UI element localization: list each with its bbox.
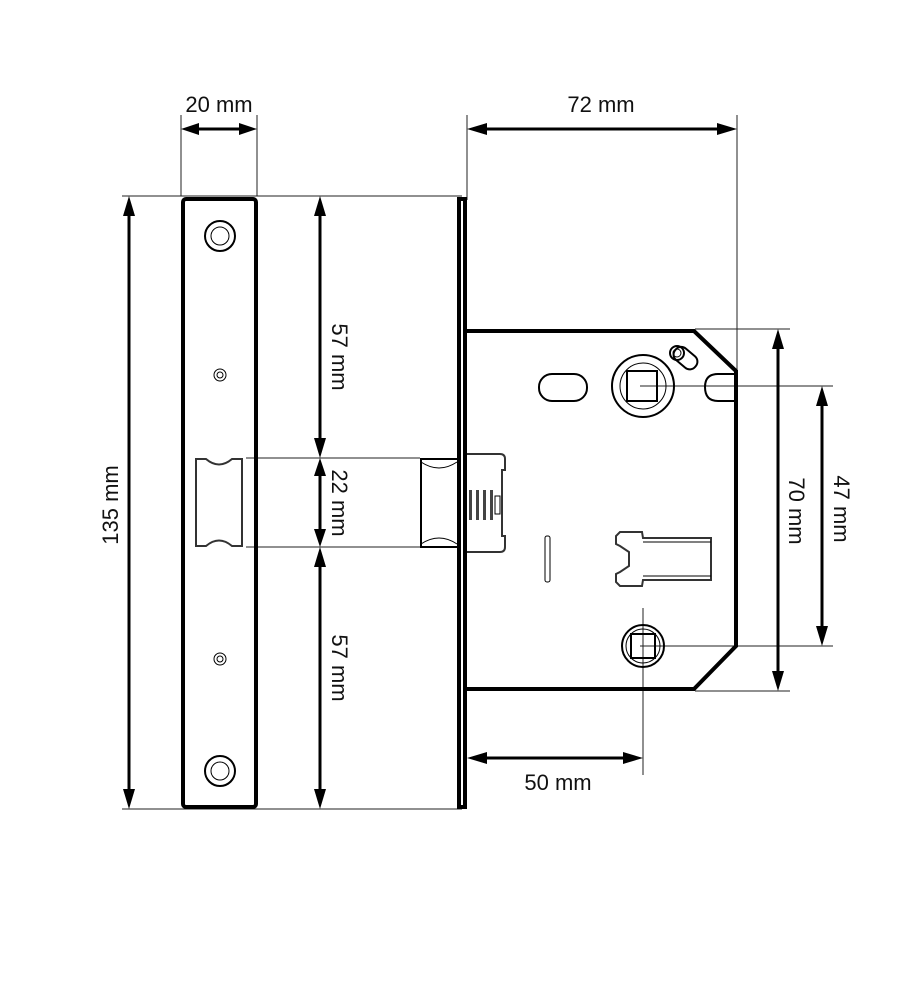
side-forend: [457, 197, 467, 809]
screw-hole-top: [204, 220, 236, 252]
dim-lower-section: 57 mm: [314, 547, 352, 809]
label-20mm: 20 mm: [185, 92, 252, 117]
latch-spring: [469, 490, 501, 520]
screw-hole-bottom: [204, 755, 236, 787]
dim-forend-width: 20 mm: [181, 92, 257, 135]
label-70mm: 70 mm: [784, 477, 809, 544]
label-57mm-lower: 57 mm: [327, 634, 352, 701]
lock-case: [467, 329, 738, 691]
fixing-slot-left: [538, 373, 588, 402]
follower-outer: [611, 354, 675, 418]
label-22mm: 22 mm: [327, 469, 352, 536]
dim-case-height: 70 mm: [772, 329, 809, 691]
dim-latch-height: 22 mm: [314, 458, 352, 547]
label-47mm: 47 mm: [829, 475, 854, 542]
dim-forend-height: 135 mm: [98, 196, 135, 809]
spindle-square: [626, 370, 658, 402]
dim-backset: 50 mm: [467, 752, 643, 795]
latch-slot: [195, 458, 243, 547]
key-hub-outer: [621, 624, 665, 668]
label-57mm-upper: 57 mm: [327, 323, 352, 390]
pin-bottom: [213, 652, 227, 666]
lever-slot: [544, 535, 551, 583]
label-72mm: 72 mm: [567, 92, 634, 117]
dim-case-depth: 72 mm: [467, 92, 737, 135]
key-square: [630, 633, 656, 659]
extension-lines: [122, 115, 833, 810]
latch-bolt: [420, 458, 459, 548]
pin-top: [213, 368, 227, 382]
deadbolt: [615, 531, 712, 587]
dim-centres: 47 mm: [816, 386, 854, 646]
label-135mm: 135 mm: [98, 465, 123, 544]
dim-upper-section: 57 mm: [314, 196, 352, 458]
forend-plate: [181, 197, 258, 809]
label-50mm: 50 mm: [524, 770, 591, 795]
